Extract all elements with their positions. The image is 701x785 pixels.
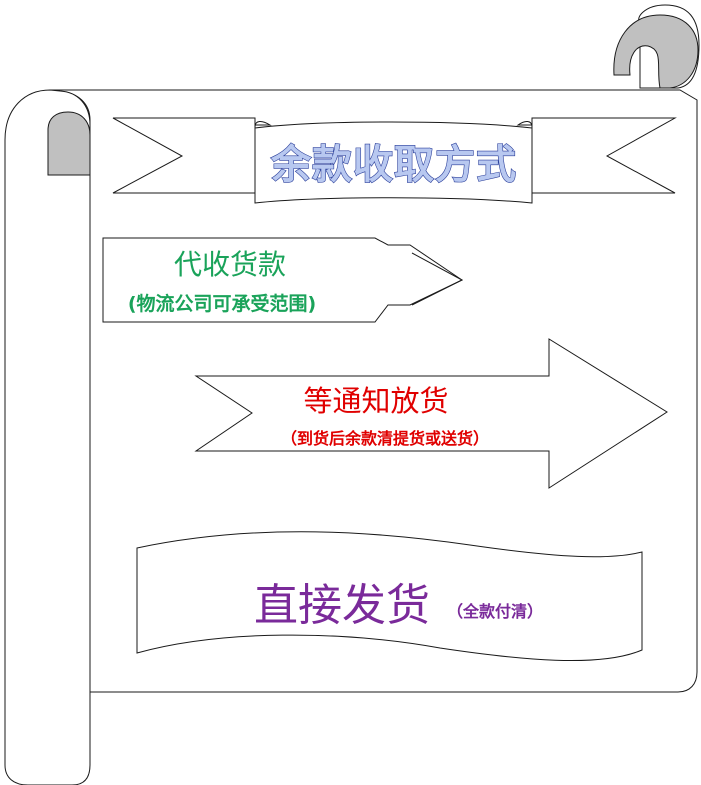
scroll-left-curl	[47, 111, 91, 176]
option-direct-label: 直接发货	[254, 580, 430, 631]
scroll-right-curl	[613, 14, 699, 89]
option-direct-note: （全款付清）	[447, 602, 543, 621]
option-cod-label: 代收货款	[174, 248, 286, 281]
option-cod-notch	[411, 252, 464, 306]
option-cod: 代收货款 (物流公司可承受范围)	[102, 237, 464, 323]
title-banner: 余款收取方式	[112, 117, 677, 204]
option-notify-note: （到货后余款清提货或送货）	[281, 429, 489, 448]
ribbon-center	[254, 121, 533, 204]
option-direct-flag	[136, 531, 643, 662]
option-notify: 等通知放货 （到货后余款清提货或送货）	[194, 338, 668, 489]
ribbon-right-fold	[516, 121, 533, 128]
option-notify-label: 等通知放货	[303, 384, 448, 418]
ribbon-left-fold	[254, 121, 272, 128]
option-cod-note: (物流公司可承受范围)	[128, 292, 316, 315]
diagram-title: 余款收取方式	[270, 141, 517, 188]
option-notify-arrow	[194, 338, 668, 489]
scroll-left-roll	[4, 89, 91, 785]
option-direct: 直接发货 （全款付清）	[136, 531, 643, 662]
